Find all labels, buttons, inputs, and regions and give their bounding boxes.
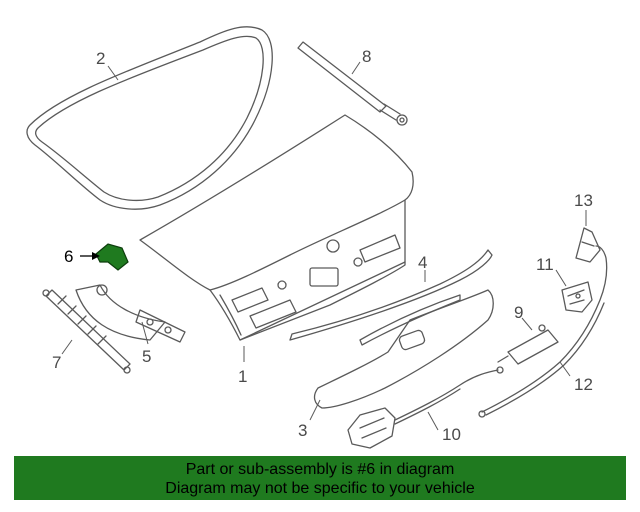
leader-line-11 xyxy=(555,269,567,287)
callout-1: 1 xyxy=(238,367,247,386)
callout-5: 5 xyxy=(142,347,151,366)
leader-arrow-6 xyxy=(92,252,100,260)
banner-line-part: Part or sub-assembly is #6 in diagram xyxy=(185,461,455,478)
part-12-release-cable xyxy=(478,245,608,418)
leader-line-9 xyxy=(521,317,533,331)
callout-11: 11 xyxy=(536,255,554,274)
part-1-trunk-lid xyxy=(139,114,414,341)
leader-line-5 xyxy=(141,321,149,345)
leader-line-2 xyxy=(107,65,119,81)
part-10-latch-cable xyxy=(347,366,504,449)
part-4-trim-strip xyxy=(289,249,493,341)
part-8-support-strut xyxy=(297,41,408,126)
part-2-weatherstrip xyxy=(26,26,273,210)
callout-10: 10 xyxy=(442,425,461,444)
leader-line-3 xyxy=(309,399,321,421)
leader-line-7 xyxy=(61,339,73,355)
part-13-bumper-stop xyxy=(575,227,601,263)
callout-13: 13 xyxy=(574,191,593,210)
callout-6: 6 xyxy=(64,247,73,266)
parts-diagram: 2 8 1 4 3 10 9 12 11 13 5 7 6 xyxy=(26,26,608,449)
callout-12: 12 xyxy=(574,375,593,394)
callout-3: 3 xyxy=(298,421,307,440)
part-7-gas-spring xyxy=(42,289,131,374)
callout-9: 9 xyxy=(514,303,523,322)
callout-4: 4 xyxy=(418,253,427,272)
info-banner: Part or sub-assembly is #6 in diagram Di… xyxy=(14,456,626,500)
part-3-garnish-panel xyxy=(313,289,494,409)
part-5-hinge-arm xyxy=(75,284,186,343)
part-11-striker xyxy=(561,281,593,313)
callout-2: 2 xyxy=(96,49,105,68)
callout-7: 7 xyxy=(52,353,61,372)
part-6-highlighted-bracket xyxy=(95,243,129,271)
part-9-actuator xyxy=(497,324,559,365)
callout-8: 8 xyxy=(362,47,371,66)
leader-line-8 xyxy=(351,61,361,75)
leader-line-12 xyxy=(559,361,571,377)
leader-line-10 xyxy=(427,411,439,431)
banner-line-disclaimer: Diagram may not be specific to your vehi… xyxy=(165,480,475,497)
